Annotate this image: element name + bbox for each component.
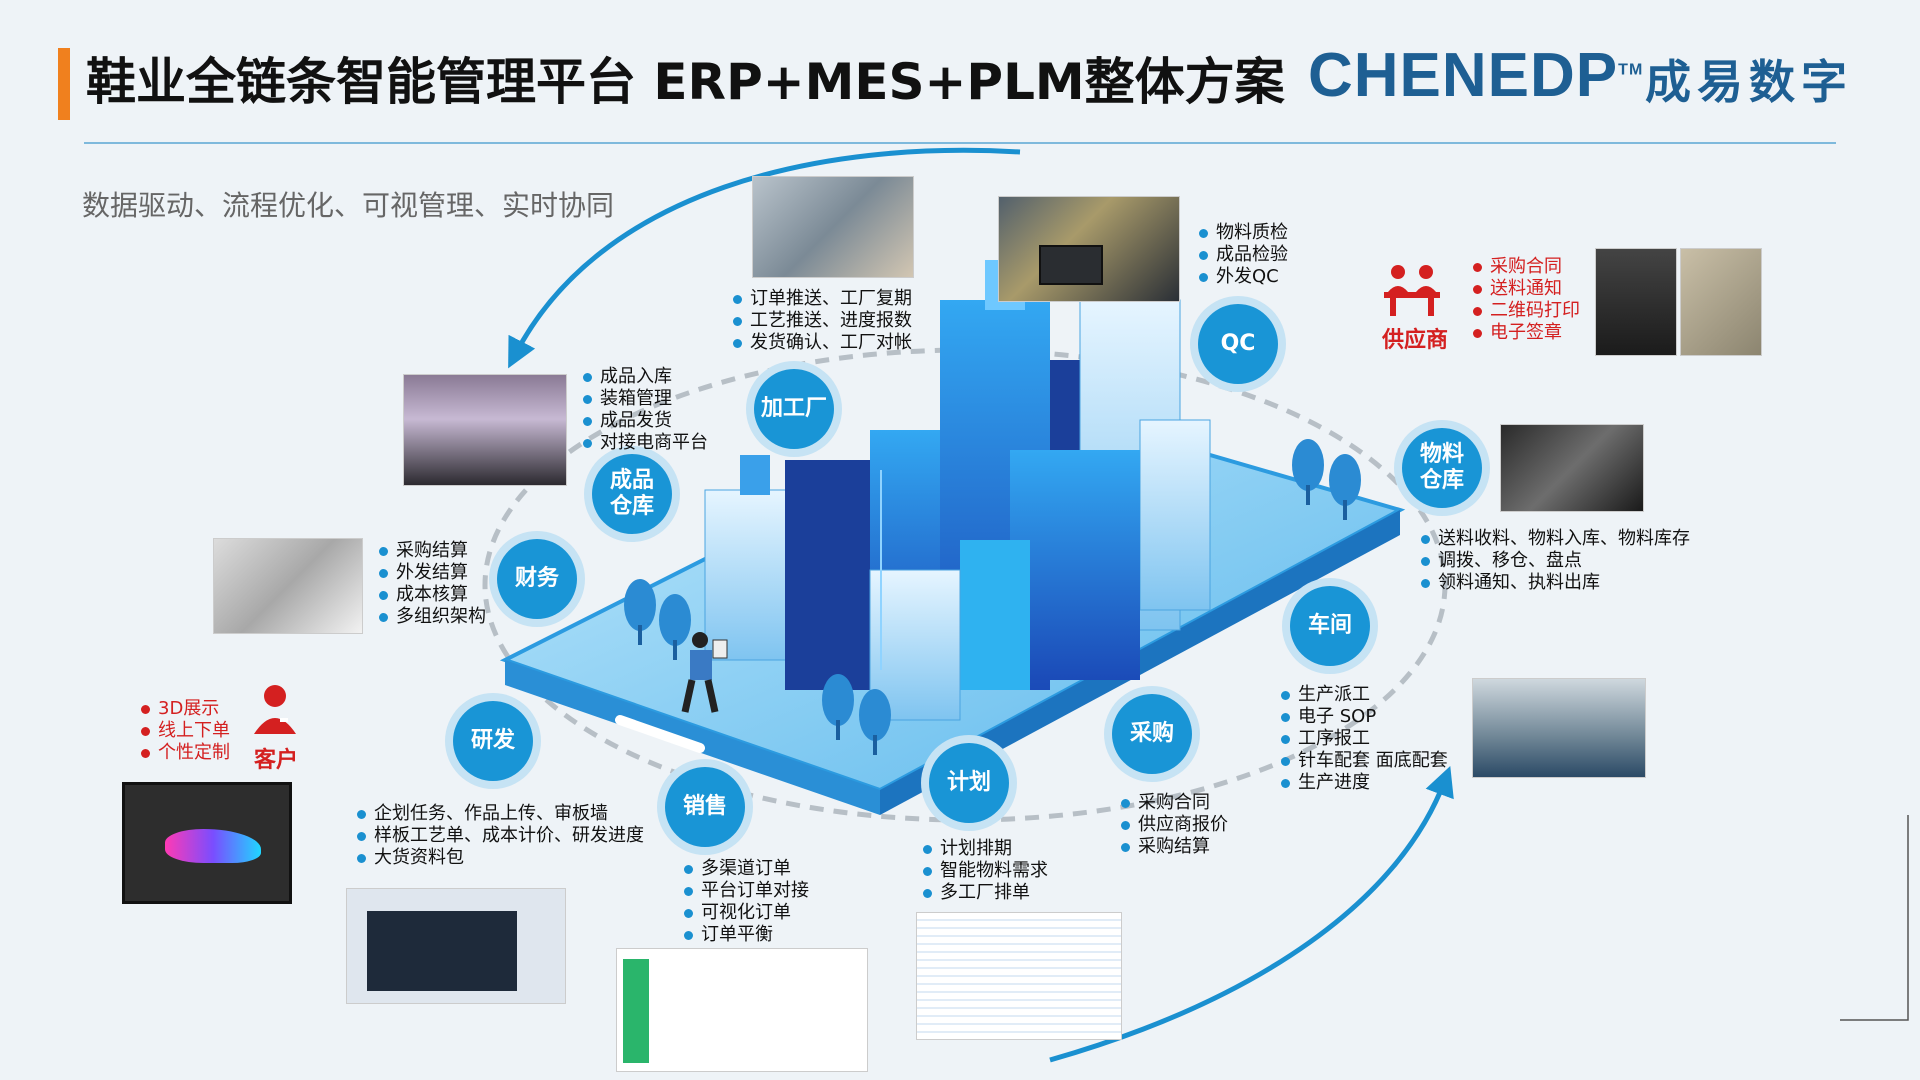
list-wuliao: 送料收料、物料入库、物料库存 调拨、移仓、盘点 领料通知、执料出库 bbox=[1418, 528, 1690, 594]
qc-photo bbox=[998, 196, 1180, 302]
supplier-icon bbox=[1384, 265, 1440, 316]
node-jihua: 计划 bbox=[929, 743, 1009, 823]
node-chengpin: 成品仓库 bbox=[592, 454, 672, 534]
node-caiwu: 财务 bbox=[497, 539, 577, 619]
brand-logo: CHENEDPTM bbox=[1308, 40, 1643, 111]
list-item: 个性定制 bbox=[138, 742, 230, 764]
list-item: 外发结算 bbox=[376, 562, 486, 584]
qr-device-photo bbox=[1595, 248, 1677, 356]
list-item: 多工厂排单 bbox=[920, 882, 1048, 904]
node-wuliao: 物料仓库 bbox=[1402, 428, 1482, 508]
logo-text: CHENEDP bbox=[1308, 41, 1619, 110]
qr-label-photo bbox=[1680, 248, 1762, 356]
tablet-icon bbox=[1039, 245, 1103, 285]
list-item: 成品入库 bbox=[580, 366, 708, 388]
factory-photo bbox=[752, 176, 914, 278]
customer-icon bbox=[254, 685, 296, 734]
list-item: 采购合同 bbox=[1470, 256, 1580, 278]
list-item: 大货资料包 bbox=[354, 847, 644, 869]
node-caigou: 采购 bbox=[1112, 694, 1192, 774]
logo-tm: TM bbox=[1618, 61, 1644, 79]
list-item: 样板工艺单、成本计价、研发进度 bbox=[354, 825, 644, 847]
list-item: 智能物料需求 bbox=[920, 860, 1048, 882]
list-item: 3D展示 bbox=[138, 698, 230, 720]
list-item: 生产派工 bbox=[1278, 684, 1448, 706]
supplier-label: 供应商 bbox=[1382, 328, 1449, 353]
list-item: 成品检验 bbox=[1196, 244, 1288, 266]
list-item: 供应商报价 bbox=[1118, 814, 1228, 836]
list-item: 领料通知、执料出库 bbox=[1418, 572, 1690, 594]
list-item: 订单平衡 bbox=[681, 924, 809, 946]
canvas-area bbox=[367, 911, 517, 991]
list-jihua: 计划排期 智能物料需求 多工厂排单 bbox=[920, 838, 1048, 904]
list-item: 生产进度 bbox=[1278, 772, 1448, 794]
list-item: 采购结算 bbox=[1118, 836, 1228, 858]
list-item: 采购合同 bbox=[1118, 792, 1228, 814]
list-item: 多组织架构 bbox=[376, 606, 486, 628]
list-item: 电子 SOP bbox=[1278, 706, 1448, 728]
list-item: 工艺推送、进度报数 bbox=[730, 310, 912, 332]
node-qc: QC bbox=[1198, 304, 1278, 384]
header-divider bbox=[84, 142, 1836, 144]
list-item: 平台订单对接 bbox=[681, 880, 809, 902]
list-customer: 3D展示 线上下单 个性定制 bbox=[138, 698, 230, 764]
list-item: 调拨、移仓、盘点 bbox=[1418, 550, 1690, 572]
tagline: 数据驱动、流程优化、可视管理、实时协同 bbox=[82, 189, 615, 222]
list-item: 成品发货 bbox=[580, 410, 708, 432]
list-item: 外发QC bbox=[1196, 266, 1288, 288]
node-xiaoshou: 销售 bbox=[665, 767, 745, 847]
list-item: 计划排期 bbox=[920, 838, 1048, 860]
list-item: 可视化订单 bbox=[681, 902, 809, 924]
schedule-software-screenshot bbox=[916, 912, 1122, 1040]
warehouse-photo bbox=[403, 374, 567, 486]
page-title: 鞋业全链条智能管理平台 ERP+MES+PLM整体方案 bbox=[86, 53, 1285, 111]
list-item: 线上下单 bbox=[138, 720, 230, 742]
brand-logo-cn: 成易数字 bbox=[1645, 55, 1853, 109]
design-software-screenshot bbox=[346, 888, 566, 1004]
list-caiwu: 采购结算 外发结算 成本核算 多组织架构 bbox=[376, 540, 486, 628]
list-item: 对接电商平台 bbox=[580, 432, 708, 454]
list-item: 针车配套 面底配套 bbox=[1278, 750, 1448, 772]
node-chejian: 车间 bbox=[1290, 586, 1370, 666]
list-item: 电子签章 bbox=[1470, 322, 1580, 344]
list-caigou: 采购合同 供应商报价 采购结算 bbox=[1118, 792, 1228, 858]
app-sidebar bbox=[623, 959, 649, 1063]
list-item: 装箱管理 bbox=[580, 388, 708, 410]
list-item: 二维码打印 bbox=[1470, 300, 1580, 322]
workshop-photo bbox=[1472, 678, 1646, 778]
shoe-icon bbox=[165, 829, 261, 863]
order-software-screenshot bbox=[616, 948, 868, 1072]
finance-photo bbox=[213, 538, 363, 634]
node-jiagong: 加工厂 bbox=[754, 369, 834, 449]
list-yanfa: 企划任务、作品上传、审板墙 样板工艺单、成本计价、研发进度 大货资料包 bbox=[354, 803, 644, 869]
list-xiaoshou: 多渠道订单 平台订单对接 可视化订单 订单平衡 bbox=[681, 858, 809, 946]
title-accent-bar bbox=[58, 48, 70, 120]
material-photo bbox=[1500, 424, 1644, 512]
list-qc: 物料质检 成品检验 外发QC bbox=[1196, 222, 1288, 288]
list-item: 物料质检 bbox=[1196, 222, 1288, 244]
customer-label: 客户 bbox=[254, 748, 299, 773]
list-item: 送料收料、物料入库、物料库存 bbox=[1418, 528, 1690, 550]
list-item: 成本核算 bbox=[376, 584, 486, 606]
list-item: 企划任务、作品上传、审板墙 bbox=[354, 803, 644, 825]
list-item: 订单推送、工厂复期 bbox=[730, 288, 912, 310]
list-item: 工序报工 bbox=[1278, 728, 1448, 750]
list-chengpin: 成品入库 装箱管理 成品发货 对接电商平台 bbox=[580, 366, 708, 454]
node-yanfa: 研发 bbox=[453, 701, 533, 781]
list-item: 采购结算 bbox=[376, 540, 486, 562]
list-item: 送料通知 bbox=[1470, 278, 1580, 300]
list-supplier: 采购合同 送料通知 二维码打印 电子签章 bbox=[1470, 256, 1580, 344]
3d-shoe-screen bbox=[122, 782, 292, 904]
list-jiagong: 订单推送、工厂复期 工艺推送、进度报数 发货确认、工厂对帐 bbox=[730, 288, 912, 354]
list-item: 多渠道订单 bbox=[681, 858, 809, 880]
list-chejian: 生产派工 电子 SOP 工序报工 针车配套 面底配套 生产进度 bbox=[1278, 684, 1448, 794]
list-item: 发货确认、工厂对帐 bbox=[730, 332, 912, 354]
